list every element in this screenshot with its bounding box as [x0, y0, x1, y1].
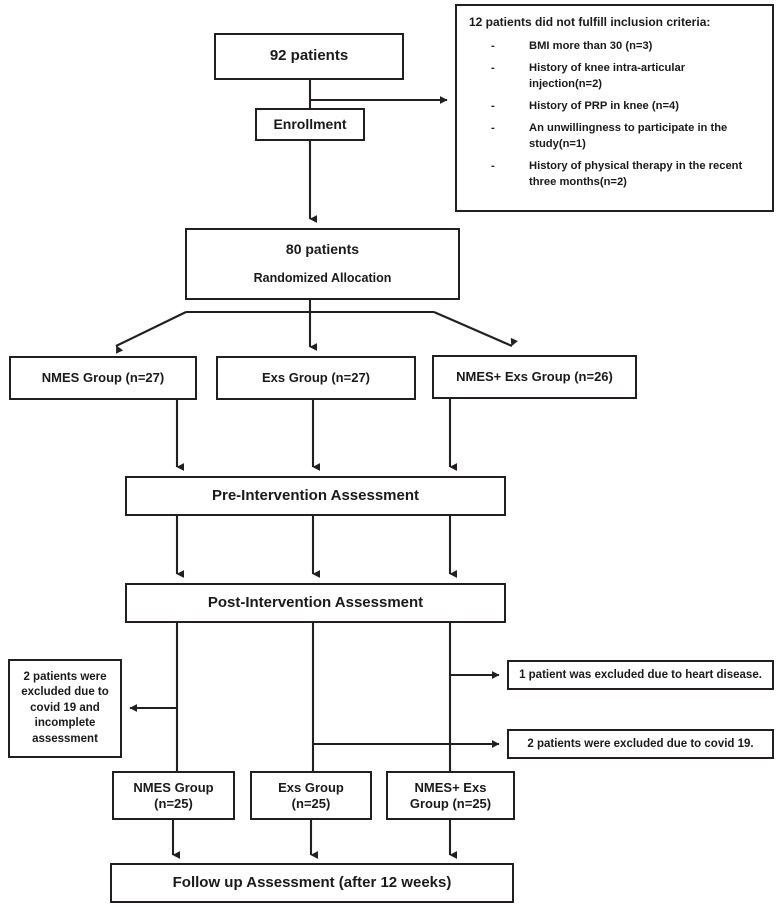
node-group-nmes-exs-analyzed-label: NMES+ Exs	[414, 779, 487, 795]
node-randomized-sublabel: Randomized Allocation	[253, 271, 392, 286]
node-screened-label: 92 patients	[269, 47, 349, 65]
node-randomized-count: 80 patients	[285, 241, 360, 258]
bullet-dash-icon: -	[491, 160, 495, 173]
node-group-nmes-exs-allocated-label: NMES+ Exs Group (n=26)	[456, 369, 613, 385]
exclusion-criteria-item: - An unwillingness to participate in the…	[491, 121, 758, 152]
bullet-dash-icon: -	[491, 99, 495, 112]
node-excluded-covid-incomplete-label: 2 patients were excluded due to covid 19…	[21, 670, 109, 745]
node-post-intervention-assessment: Post-Intervention Assessment	[125, 583, 506, 623]
node-group-nmes-analyzed: NMES Group (n=25)	[112, 771, 235, 820]
node-excluded-covid: 2 patients were excluded due to covid 19…	[507, 729, 774, 759]
node-group-exs-analyzed-count: (n=25)	[291, 795, 331, 811]
exclusion-criteria-item-text: History of knee intra-articular injectio…	[529, 62, 686, 90]
node-group-nmes-exs-allocated: NMES+ Exs Group (n=26)	[432, 355, 637, 399]
node-post-intervention-assessment-label: Post-Intervention Assessment	[207, 593, 424, 611]
node-excluded-covid-incomplete: 2 patients were excluded due to covid 19…	[8, 659, 122, 758]
node-enrollment-label: Enrollment	[273, 115, 347, 132]
node-group-exs-allocated-label: Exs Group (n=27)	[262, 370, 370, 386]
node-excluded-heart-disease-label: 1 patient was excluded due to heart dise…	[519, 668, 762, 681]
node-group-nmes-analyzed-label: NMES Group	[133, 779, 214, 795]
exclusion-criteria-item-text: BMI more than 30 (n=3)	[529, 39, 653, 52]
bullet-dash-icon: -	[491, 39, 495, 52]
exclusion-criteria-item-text: An unwillingness to participate in the s…	[529, 122, 728, 150]
node-enrollment: Enrollment	[255, 108, 365, 141]
node-group-exs-allocated: Exs Group (n=27)	[216, 356, 416, 400]
node-group-exs-analyzed: Exs Group (n=25)	[250, 771, 372, 820]
exclusion-criteria-item: - History of PRP in knee (n=4)	[491, 99, 758, 114]
node-followup-assessment: Follow up Assessment (after 12 weeks)	[110, 863, 514, 903]
node-group-nmes-allocated: NMES Group (n=27)	[9, 356, 197, 400]
exclusion-criteria-list: - BMI more than 30 (n=3) - History of kn…	[469, 39, 762, 191]
node-group-nmes-exs-analyzed-count: Group (n=25)	[409, 795, 492, 811]
exclusion-criteria-item: - BMI more than 30 (n=3)	[491, 39, 758, 54]
node-screened-patients: 92 patients	[214, 33, 404, 80]
node-pre-intervention-assessment-label: Pre-Intervention Assessment	[211, 486, 419, 504]
exclusion-criteria-item: - History of knee intra-articular inject…	[491, 61, 758, 92]
node-followup-assessment-label: Follow up Assessment (after 12 weeks)	[172, 873, 452, 891]
exclusion-criteria-item: - History of physical therapy in the rec…	[491, 159, 758, 190]
node-excluded-covid-label: 2 patients were excluded due to covid 19…	[527, 737, 754, 750]
node-exclusion-criteria: 12 patients did not fulfill inclusion cr…	[455, 4, 774, 212]
exclusion-criteria-item-text: History of PRP in knee (n=4)	[529, 99, 679, 112]
exclusion-criteria-item-text: History of physical therapy in the recen…	[529, 160, 743, 188]
node-randomized-allocation: 80 patients Randomized Allocation	[185, 228, 460, 300]
node-pre-intervention-assessment: Pre-Intervention Assessment	[125, 476, 506, 516]
node-group-nmes-analyzed-count: (n=25)	[154, 795, 193, 811]
bullet-dash-icon: -	[491, 62, 495, 75]
node-group-nmes-exs-analyzed: NMES+ Exs Group (n=25)	[386, 771, 515, 820]
bullet-dash-icon: -	[491, 122, 495, 135]
node-excluded-heart-disease: 1 patient was excluded due to heart dise…	[507, 660, 774, 690]
node-group-nmes-allocated-label: NMES Group (n=27)	[41, 370, 165, 386]
node-group-exs-analyzed-label: Exs Group	[278, 779, 344, 795]
exclusion-criteria-title: 12 patients did not fulfill inclusion cr…	[469, 15, 711, 29]
